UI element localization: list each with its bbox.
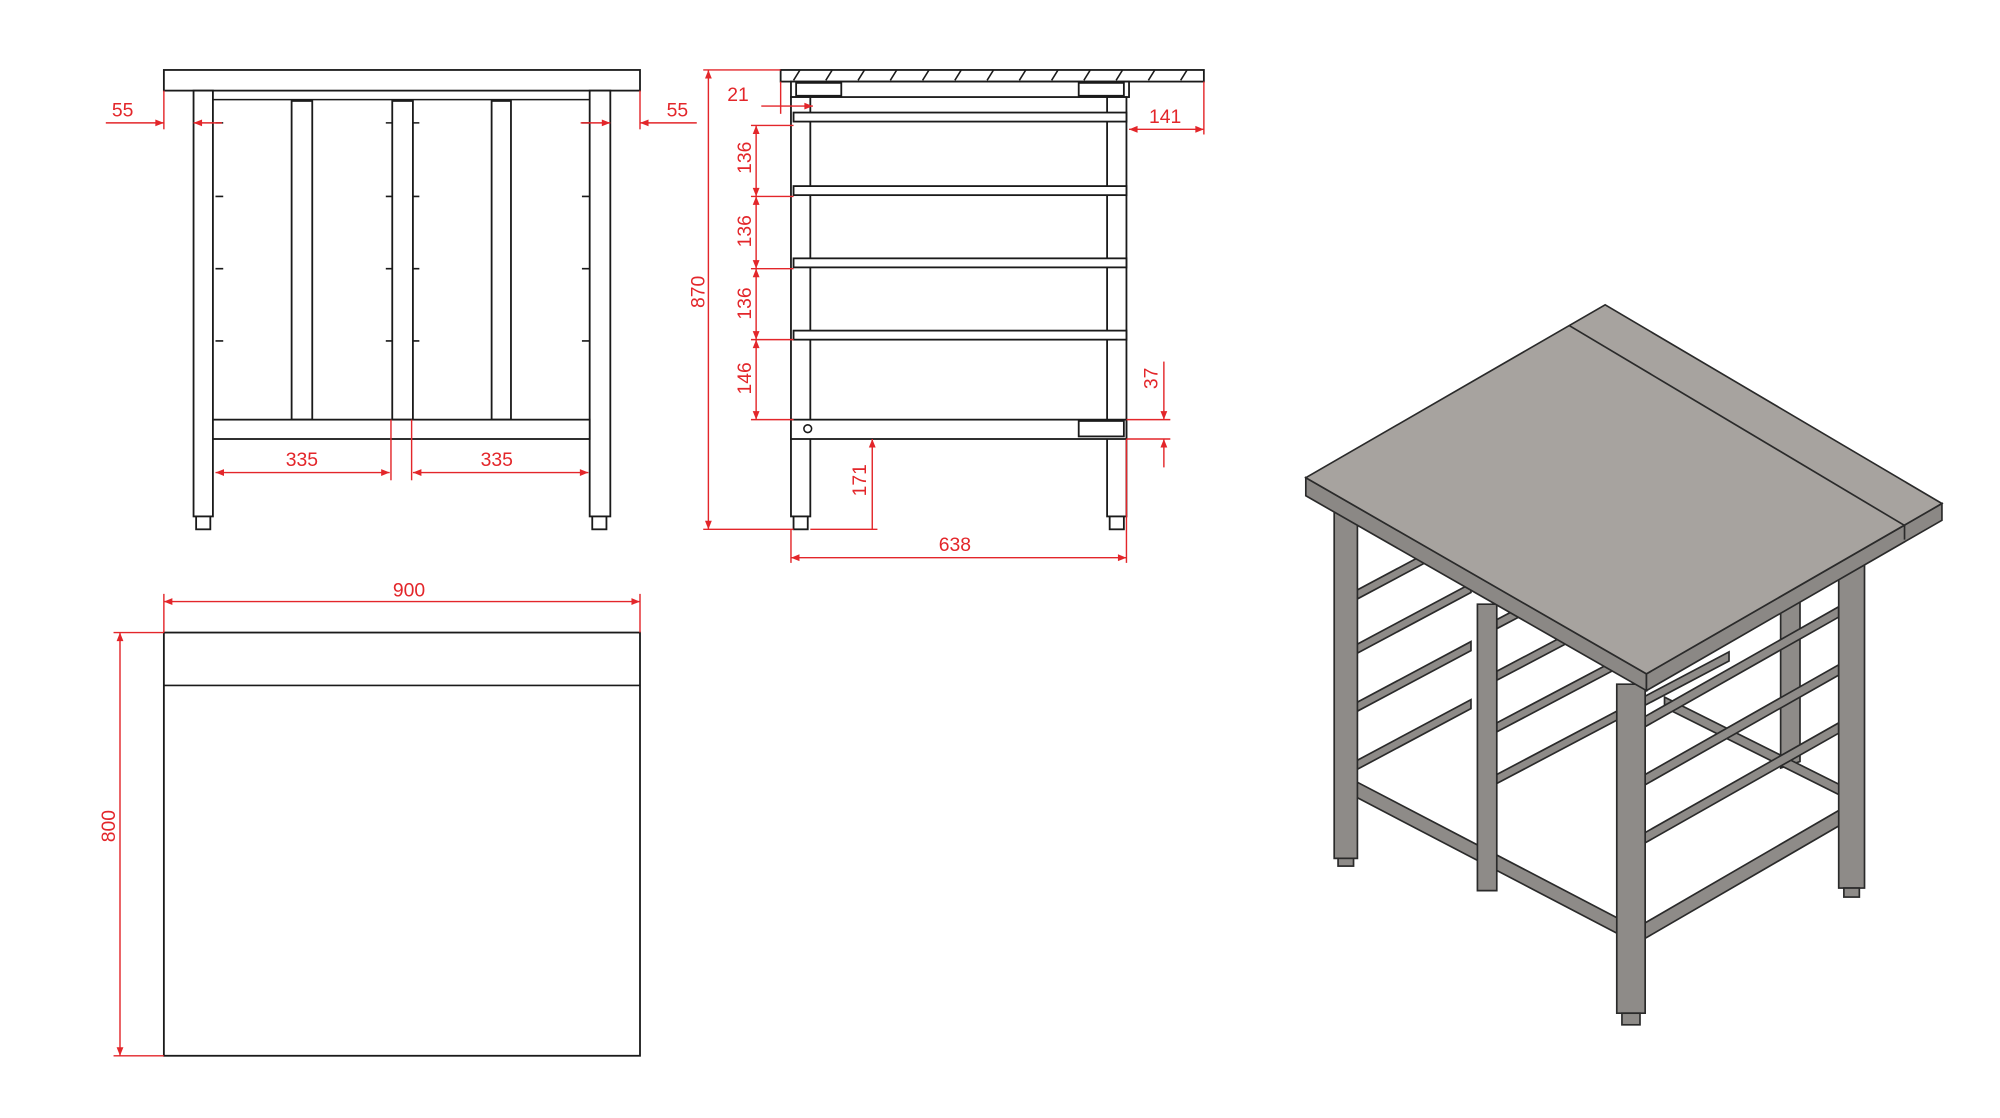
side-dimensions: 870 21 141 136 136 136 146 37 171 638 xyxy=(688,69,1205,563)
dim-length: 800 xyxy=(98,810,120,842)
dim-width: 900 xyxy=(393,579,425,601)
iso-legs xyxy=(1333,509,1866,1026)
dim-overhang: 141 xyxy=(1149,106,1181,128)
front-view: 55 55 335 335 xyxy=(105,69,697,531)
dim-front-right-offset: 55 xyxy=(667,99,689,121)
dim-total-height: 870 xyxy=(688,276,710,308)
iso-tabletop xyxy=(1304,303,1944,693)
dim-front-left-offset: 55 xyxy=(112,99,134,121)
dim-floor-clearance: 171 xyxy=(849,464,871,496)
dim-depth: 638 xyxy=(939,534,971,556)
isometric-view xyxy=(1304,303,1944,1026)
top-view: 900 800 xyxy=(98,579,641,1057)
dim-bay-right: 335 xyxy=(481,449,513,471)
side-view: 870 21 141 136 136 136 146 37 171 638 xyxy=(688,69,1205,563)
dim-runner-1: 136 xyxy=(734,142,756,174)
dim-bay-left: 335 xyxy=(286,449,318,471)
dim-top-gap: 21 xyxy=(727,84,749,106)
iso-right-side xyxy=(1644,605,1846,940)
dim-runner-3: 136 xyxy=(734,287,756,319)
dim-runner-4: 146 xyxy=(734,362,756,394)
dim-bottom-rail: 37 xyxy=(1140,368,1162,390)
front-dimensions: 55 55 335 335 xyxy=(105,90,697,481)
dim-runner-2: 136 xyxy=(734,215,756,247)
